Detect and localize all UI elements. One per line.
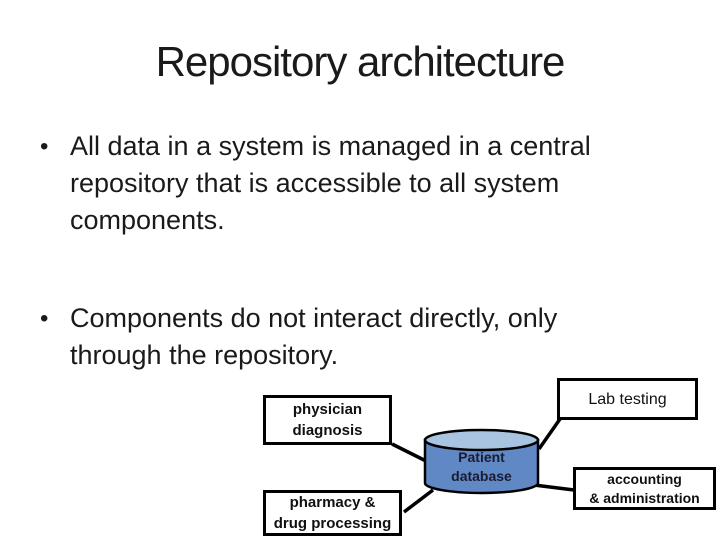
bullet-line: All data in a system is managed in a cen… — [70, 131, 591, 161]
node-lab-testing: Lab testing — [557, 378, 698, 420]
node-label-line: Lab testing — [588, 390, 667, 408]
bullet-line: repository that is accessible to all sys… — [70, 168, 560, 198]
node-label-line: drug processing — [273, 515, 392, 532]
node-accounting-administration: accounting & administration — [573, 467, 716, 510]
bullet-line: Components do not interact directly, onl… — [70, 303, 558, 333]
node-label-line: pharmacy & — [289, 494, 376, 511]
bullet-line: through the repository. — [70, 340, 339, 370]
bullet-icon: • — [40, 133, 49, 160]
database-label: Patient database — [425, 449, 538, 487]
connector-lab-database — [537, 417, 562, 451]
node-label-line: physician — [292, 401, 363, 418]
node-physician-diagnosis: physician diagnosis — [263, 395, 392, 445]
bullet-text-2: Components do not interact directly, onl… — [70, 300, 557, 374]
database-cylinder-body — [423, 438, 540, 495]
database-cylinder-top — [423, 428, 540, 452]
database-label-line: Patient — [458, 449, 505, 465]
node-label-line: diagnosis — [292, 422, 363, 439]
connector-physician-database — [391, 442, 429, 464]
database-label-line: database — [451, 468, 512, 484]
bullet-item-2: • Components do not interact directly, o… — [40, 300, 557, 374]
node-label-line: & administration — [589, 489, 700, 506]
bullet-text-1: All data in a system is managed in a cen… — [70, 128, 591, 239]
bullet-line: components. — [70, 205, 225, 235]
node-pharmacy-drug-processing: pharmacy & drug processing — [263, 490, 402, 536]
connector-accounting-database — [533, 483, 575, 492]
node-label-line: accounting — [607, 470, 682, 487]
bullet-item-1: • All data in a system is managed in a c… — [40, 128, 591, 239]
connector-pharmacy-database — [402, 488, 435, 514]
bullet-icon: • — [40, 305, 49, 332]
page-title: Repository architecture — [155, 38, 566, 85]
